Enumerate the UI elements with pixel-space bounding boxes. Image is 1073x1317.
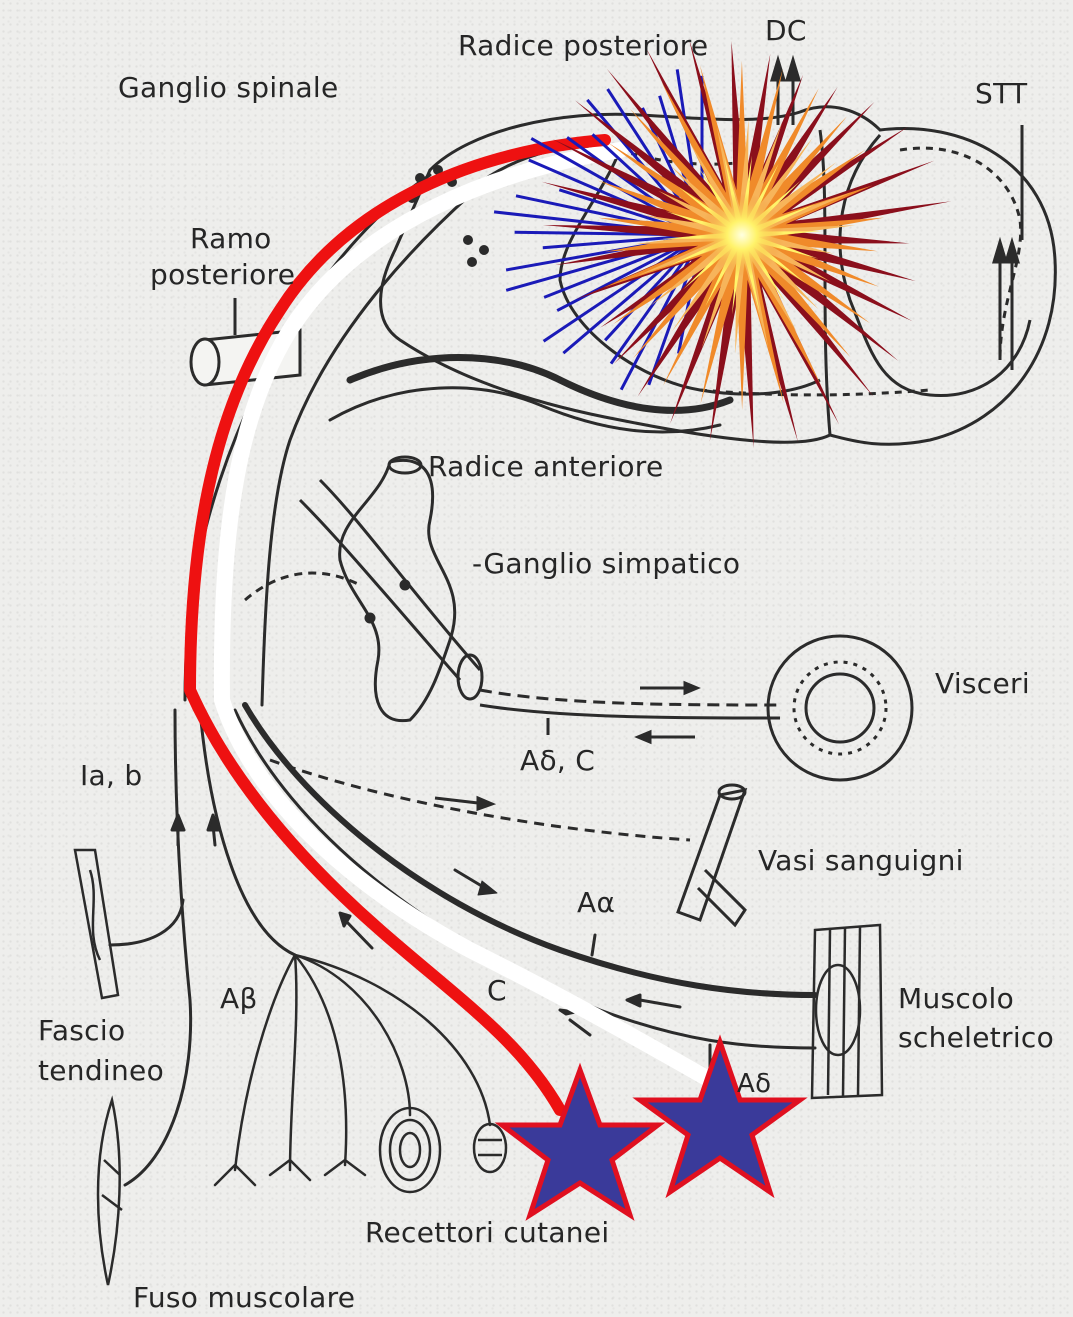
label-fuso-muscolare: Fuso muscolare — [133, 1281, 355, 1314]
label-stt: STT — [975, 77, 1028, 110]
label-ganglio-simpatico: -Ganglio simpatico — [472, 547, 740, 580]
label-muscolo: Muscolo — [898, 982, 1014, 1015]
visceral-branch — [480, 683, 780, 742]
label-radice-posteriore: Radice posteriore — [458, 29, 708, 62]
label-a-beta: Aβ — [220, 982, 258, 1015]
viscera-organ-icon — [768, 636, 912, 780]
pain-burst — [494, 39, 951, 449]
a-delta-receptor-star — [640, 1042, 800, 1192]
label-a-delta-c: Aδ, C — [520, 744, 595, 777]
tendon-organ-icon — [75, 850, 118, 998]
label-a-delta: Aδ — [737, 1069, 771, 1099]
label-scheletrico: scheletrico — [898, 1021, 1054, 1054]
label-visceri: Visceri — [935, 667, 1030, 700]
meissner-corpuscle-icon — [474, 1124, 506, 1172]
skeletal-muscle-icon — [812, 925, 882, 1098]
label-vasi-sanguigni: Vasi sanguigni — [758, 844, 964, 877]
pacinian-corpuscle-icon — [380, 1108, 440, 1192]
label-fascio: Fascio — [38, 1014, 125, 1047]
vascular-branch — [270, 760, 690, 840]
burst-core — [700, 193, 784, 277]
label-radice-anteriore: Radice anteriore — [428, 450, 664, 483]
c-fiber-receptor-star — [502, 1070, 658, 1215]
label-recettori-cutanei: Recettori cutanei — [365, 1216, 609, 1249]
muscle-spindle-icon — [98, 1100, 122, 1285]
sympathetic-ganglion — [245, 457, 482, 721]
label-posteriore: posteriore — [150, 258, 295, 291]
label-a-alpha: Aα — [577, 886, 615, 919]
label-dc: DC — [765, 14, 807, 47]
label-ramo: Ramo — [190, 222, 272, 255]
label-c: C — [487, 974, 507, 1007]
label-ganglio-spinale: Ganglio spinale — [118, 71, 339, 104]
label-ia-b: Ia, b — [80, 759, 143, 792]
blood-vessel-icon — [678, 785, 745, 925]
label-tendineo: tendineo — [38, 1054, 164, 1087]
